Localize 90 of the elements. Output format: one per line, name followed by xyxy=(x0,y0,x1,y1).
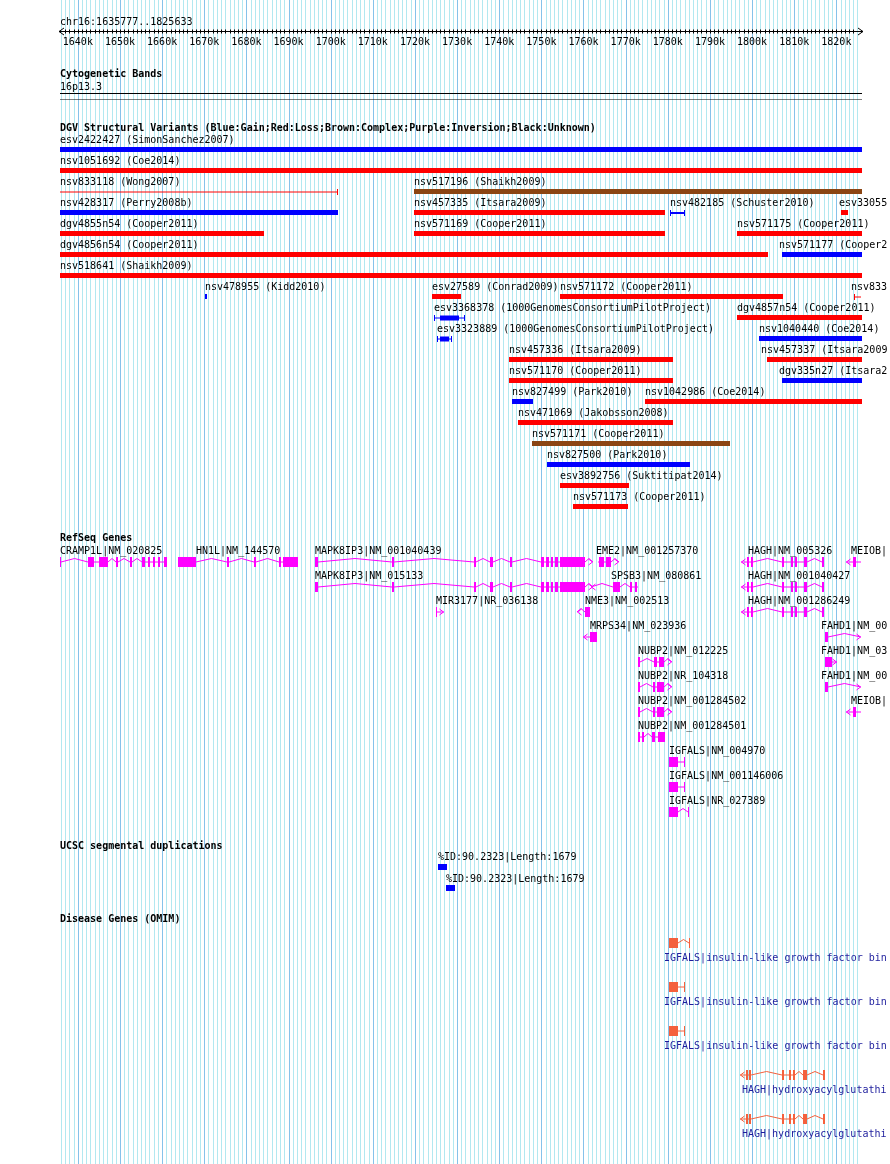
feature-label: HAGH|NM_001286249 xyxy=(748,595,851,606)
feature-label: nsv571172 (Cooper2011) xyxy=(560,281,693,293)
feature-label: nsv478955 (Kidd2010) xyxy=(205,281,326,293)
tick-label: 1820k xyxy=(821,35,852,47)
feature-label: nsv833118 (Wong2007) xyxy=(60,176,181,188)
feature-label: HAGH|hydroxyacylglutathi xyxy=(742,1083,887,1095)
feature-label: nsv571171 (Cooper2011) xyxy=(532,428,665,440)
feature-label: esv3323889 (1000GenomesConsortiumPilotProject) xyxy=(437,323,714,335)
feature-label: IGFALS|NR_027389 xyxy=(669,795,766,806)
feature-label: nsv1040440 (Coe2014) xyxy=(759,323,880,335)
feature-label: esv27589 (Conrad2009) xyxy=(432,281,559,293)
tick-label: 1730k xyxy=(442,35,473,47)
tick-label: 1640k xyxy=(62,35,93,47)
tick-label: 1720k xyxy=(399,35,430,47)
feature-label: dgv4855n54 (Cooper2011) xyxy=(60,218,199,230)
tick-label: 1670k xyxy=(189,35,220,47)
feature-label: nsv457337 (Itsara2009 xyxy=(761,344,888,356)
feature-label: IGFALS|NM_004970 xyxy=(669,745,766,756)
feature-label: nsv518641 (Shaikh2009) xyxy=(60,260,193,272)
feature-label: esv33055 xyxy=(839,197,888,209)
tick-label: 1750k xyxy=(526,35,557,47)
feature-label: nsv1051692 (Coe2014) xyxy=(60,155,181,167)
tick-label: 1770k xyxy=(610,35,641,47)
feature-label: HN1L|NM_144570 xyxy=(196,545,281,556)
feature-label: MAPK8IP3|NM_001040439 xyxy=(315,545,442,556)
feature-label: nsv571169 (Cooper2011) xyxy=(414,218,547,230)
tick-label: 1800k xyxy=(737,35,768,47)
feature-label: IGFALS|insulin-like growth factor bin xyxy=(664,951,887,963)
feature-label: FAHD1|NM_00 xyxy=(821,670,888,681)
tick-label: 1650k xyxy=(104,35,136,47)
feature-label: 16p13.3 xyxy=(60,80,103,92)
track-title: Cytogenetic Bands xyxy=(60,68,163,80)
feature-label: FAHD1|NM_03 xyxy=(821,645,888,656)
tick-label: 1780k xyxy=(652,35,683,47)
feature-label: MIR3177|NR_036138 xyxy=(436,595,539,606)
feature-label: nsv571175 (Cooper2011) xyxy=(737,218,870,230)
feature-label: IGFALS|insulin-like growth factor bin xyxy=(664,995,887,1007)
feature-label: IGFALS|NM_001146006 xyxy=(669,770,784,781)
feature-label: MEIOB| xyxy=(851,545,888,556)
tick-label: 1810k xyxy=(779,35,810,47)
track-title: DGV Structural Variants (Blue:Gain;Red:Loss;Brown:Complex;Purple:Inversion;Black:Unknown) xyxy=(60,121,596,133)
feature-label: nsv457336 (Itsara2009) xyxy=(509,344,642,356)
tick-label: 1740k xyxy=(484,35,515,47)
feature-label: esv3368378 (1000GenomesConsortiumPilotProject) xyxy=(434,302,711,314)
feature-label: %ID:90.2323|Length:1679 xyxy=(446,872,585,884)
feature-label: nsv827500 (Park2010) xyxy=(547,449,668,461)
feature-label: HAGH|hydroxyacylglutathi xyxy=(742,1127,887,1139)
feature-label: EME2|NM_001257370 xyxy=(596,545,699,556)
feature-label: HAGH|NM_005326 xyxy=(748,545,833,556)
feature-label: FAHD1|NM_00 xyxy=(821,620,888,631)
feature-label: nsv457335 (Itsara2009) xyxy=(414,197,547,209)
tick-label: 1700k xyxy=(315,35,346,47)
feature-label: NUBP2|NM_001284501 xyxy=(638,720,747,731)
feature-label: nsv833 xyxy=(851,281,888,293)
feature-label: CRAMP1L|NM_020825 xyxy=(60,545,163,556)
feature-label: NME3|NM_002513 xyxy=(585,595,670,606)
feature-label: NUBP2|NM_001284502 xyxy=(638,695,747,706)
feature-label: dgv4856n54 (Cooper2011) xyxy=(60,239,199,251)
feature-label: NUBP2|NR_104318 xyxy=(638,670,729,681)
feature-label: nsv517196 (Shaikh2009) xyxy=(414,176,547,188)
feature-label: esv3892756 (Suktitipat2014) xyxy=(560,470,723,482)
feature-label: nsv571173 (Cooper2011) xyxy=(573,491,706,503)
feature-label: HAGH|NM_001040427 xyxy=(748,570,851,581)
feature-label: IGFALS|insulin-like growth factor bin xyxy=(664,1039,887,1051)
track-title: RefSeq Genes xyxy=(60,532,133,543)
feature-label: dgv4857n54 (Cooper2011) xyxy=(737,302,876,314)
feature-label: nsv471069 (Jakobsson2008) xyxy=(518,407,669,419)
feature-label: esv2422427 (SimonSanchez2007) xyxy=(60,134,235,146)
feature-label: MEIOB| xyxy=(851,695,888,706)
feature-label: nsv482185 (Schuster2010) xyxy=(670,197,815,209)
feature-label: MRPS34|NM_023936 xyxy=(590,620,687,631)
tick-label: 1690k xyxy=(273,35,304,47)
tick-label: 1660k xyxy=(147,35,178,47)
feature-label: nsv1042986 (Coe2014) xyxy=(645,386,766,398)
feature-label: MAPK8IP3|NM_015133 xyxy=(315,570,424,581)
feature-label: NUBP2|NM_012225 xyxy=(638,645,729,656)
feature-label: nsv827499 (Park2010) xyxy=(512,386,633,398)
feature-label: SPSB3|NM_080861 xyxy=(611,570,702,581)
tick-label: 1790k xyxy=(694,35,725,47)
tick-label: 1710k xyxy=(357,35,388,47)
feature-label: nsv571170 (Cooper2011) xyxy=(509,365,642,377)
feature-label: nsv428317 (Perry2008b) xyxy=(60,197,193,209)
tick-label: 1680k xyxy=(231,35,262,47)
tick-label: 1760k xyxy=(568,35,599,47)
feature-label: nsv571177 (Cooper2 xyxy=(779,239,888,251)
position-label: chr16:1635777..1825633 xyxy=(60,15,193,27)
track-title: Disease Genes (OMIM) xyxy=(60,913,181,924)
track-title: UCSC segmental duplications xyxy=(60,839,223,851)
feature-label: %ID:90.2323|Length:1679 xyxy=(438,851,577,863)
feature-label: dgv335n27 (Itsara2 xyxy=(779,365,888,377)
